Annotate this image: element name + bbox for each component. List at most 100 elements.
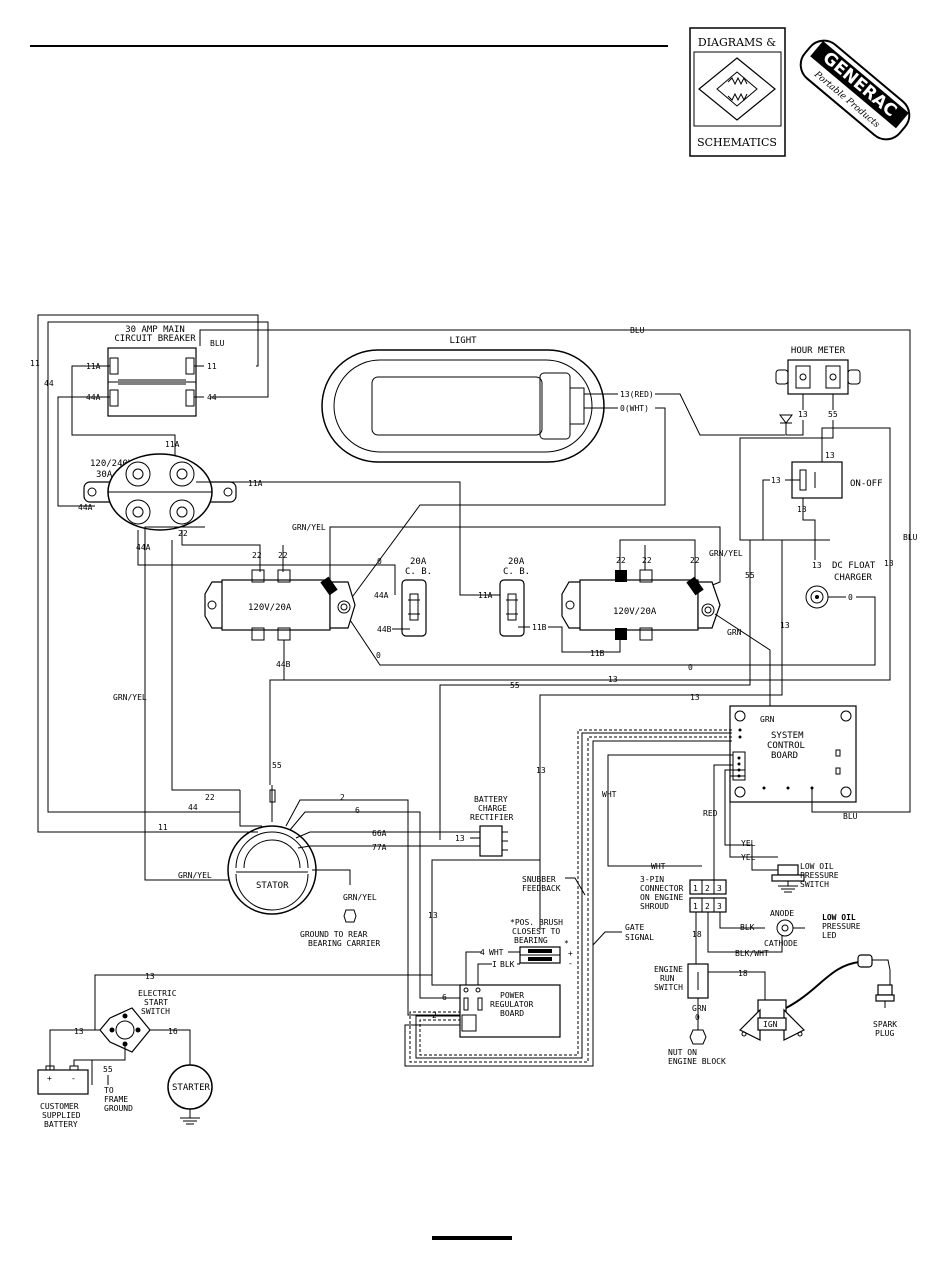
svg-text:11A: 11A: [478, 591, 493, 600]
svg-text:11A: 11A: [165, 440, 180, 449]
svg-text:BOARD: BOARD: [771, 751, 798, 761]
svg-text:C. B.: C. B.: [503, 567, 530, 577]
svg-text:13: 13: [608, 675, 618, 684]
svg-text:22: 22: [178, 529, 188, 538]
three-pin-connector: 3-PIN CONNECTOR ON ENGINE SHROUD 1 2 3 1…: [640, 875, 727, 913]
svg-text:LOW OIL: LOW OIL: [822, 913, 856, 922]
svg-text:GROUND: GROUND: [104, 1104, 133, 1113]
svg-text:GROUND TO REAR: GROUND TO REAR: [300, 930, 368, 939]
svg-text:0: 0: [377, 557, 382, 566]
svg-text:13: 13: [780, 621, 790, 630]
svg-text:13: 13: [797, 505, 807, 514]
svg-text:11B: 11B: [590, 649, 605, 658]
svg-text:13: 13: [884, 559, 894, 568]
on-off-switch: ON-OFF 13 13: [771, 448, 883, 499]
svg-text:WHT: WHT: [651, 862, 666, 871]
svg-text:44: 44: [188, 803, 198, 812]
svg-text:13: 13: [428, 911, 438, 920]
page-number-bar: [432, 1236, 512, 1240]
svg-text:WHT: WHT: [489, 948, 504, 957]
svg-text:2: 2: [340, 793, 345, 802]
svg-text:13: 13: [145, 972, 155, 981]
svg-text:PRESSURE: PRESSURE: [822, 922, 861, 931]
svg-text:44A: 44A: [136, 543, 151, 552]
svg-text:C. B.: C. B.: [405, 567, 432, 577]
svg-text:RECTIFIER: RECTIFIER: [470, 813, 514, 822]
svg-text:SHROUD: SHROUD: [640, 902, 669, 911]
svg-text:30 AMP MAIN: 30 AMP MAIN: [125, 325, 185, 335]
svg-text:13: 13: [771, 476, 781, 485]
svg-text:SIGNAL: SIGNAL: [625, 933, 654, 942]
ignition-coil: IGN: [738, 999, 806, 1041]
svg-text:CHARGE: CHARGE: [478, 804, 507, 813]
svg-text:GRN/YEL: GRN/YEL: [113, 693, 147, 702]
svg-text:11B: 11B: [532, 623, 547, 632]
engine-run-switch: ENGINE RUN SWITCH GRN 0 NUT ON ENGINE BL…: [654, 963, 726, 1066]
svg-text:13: 13: [455, 834, 465, 843]
svg-text:22: 22: [252, 551, 262, 560]
svg-text:6: 6: [355, 806, 360, 815]
wire-11-outer: 11 11: [30, 314, 259, 833]
svg-text:GRN/YEL: GRN/YEL: [343, 893, 377, 902]
svg-text:-: -: [71, 1074, 76, 1083]
svg-text:11A: 11A: [248, 479, 263, 488]
svg-text:PLUG: PLUG: [875, 1029, 894, 1038]
stator: STATOR: [227, 825, 317, 915]
svg-text:FEEDBACK: FEEDBACK: [522, 884, 561, 893]
power-regulator-board: POWER REGULATOR BOARD: [459, 984, 561, 1038]
svg-text:LED: LED: [822, 931, 837, 940]
ground-to-rear-bearing: GROUND TO REAR BEARING CARRIER: [300, 909, 380, 948]
svg-text:0: 0: [376, 651, 381, 660]
system-control-board: SYSTEM CONTROL BOARD GRN: [729, 705, 857, 803]
svg-text:11: 11: [30, 359, 40, 368]
svg-text:BATTERY: BATTERY: [474, 795, 508, 804]
svg-text:ENGINE BLOCK: ENGINE BLOCK: [668, 1057, 726, 1066]
svg-text:44B: 44B: [377, 625, 392, 634]
cb-20a-left: 20A C. B. 44B: [377, 557, 432, 637]
generac-logo: GENERAC Portable Products: [799, 39, 911, 141]
svg-text:SYSTEM: SYSTEM: [771, 731, 804, 741]
hour-meter: HOUR METER 13 55: [775, 346, 861, 424]
svg-text:44B: 44B: [276, 660, 291, 669]
svg-text:RUN: RUN: [660, 974, 675, 983]
svg-text:SWITCH: SWITCH: [654, 983, 683, 992]
svg-text:CONTROL: CONTROL: [767, 741, 805, 751]
svg-text:ELECTRIC: ELECTRIC: [138, 989, 177, 998]
svg-text:11: 11: [158, 823, 168, 832]
svg-text:PRESSURE: PRESSURE: [800, 871, 839, 880]
svg-text:START: START: [144, 998, 168, 1007]
battery-charge-rectifier: BATTERY CHARGE RECTIFIER 13: [455, 795, 514, 857]
work-light: LIGHT 13(RED) 0(WHT): [321, 336, 654, 463]
svg-text:77A: 77A: [372, 843, 387, 852]
svg-text:1: 1: [693, 884, 698, 893]
svg-text:BATTERY: BATTERY: [44, 1120, 78, 1129]
svg-text:0: 0: [688, 663, 693, 672]
svg-text:2: 2: [705, 902, 710, 911]
svg-text:-: -: [568, 959, 573, 968]
svg-text:44A: 44A: [78, 503, 93, 512]
svg-text:ANODE: ANODE: [770, 909, 794, 918]
spark-plug: SPARK PLUG: [857, 954, 897, 1038]
svg-text:0(WHT): 0(WHT): [620, 404, 649, 413]
svg-text:CATHODE: CATHODE: [764, 939, 798, 948]
svg-text:STATOR: STATOR: [256, 881, 289, 891]
svg-text:120V/20A: 120V/20A: [613, 607, 657, 617]
svg-text:SWITCH: SWITCH: [141, 1007, 170, 1016]
svg-text:66A: 66A: [372, 829, 387, 838]
svg-text:GRN: GRN: [760, 715, 775, 724]
svg-text:SWITCH: SWITCH: [800, 880, 829, 889]
svg-text:ON ENGINE: ON ENGINE: [640, 893, 684, 902]
svg-text:3: 3: [717, 884, 722, 893]
svg-text:RED: RED: [703, 809, 718, 818]
svg-text:CIRCUIT BREAKER: CIRCUIT BREAKER: [114, 334, 196, 344]
svg-text:I: I: [492, 960, 497, 969]
cb-20a-right: 20A C. B. 11B: [499, 557, 547, 637]
svg-text:44A: 44A: [374, 591, 389, 600]
svg-text:22: 22: [616, 556, 626, 565]
svg-text:120/240V: 120/240V: [90, 459, 134, 469]
diagrams-schematics-logo: DIAGRAMS & SCHEMATICS: [689, 27, 786, 157]
svg-text:BLU: BLU: [903, 533, 918, 542]
svg-text:0: 0: [848, 593, 853, 602]
svg-text:55: 55: [828, 410, 838, 419]
svg-text:LOW OIL: LOW OIL: [800, 862, 834, 871]
